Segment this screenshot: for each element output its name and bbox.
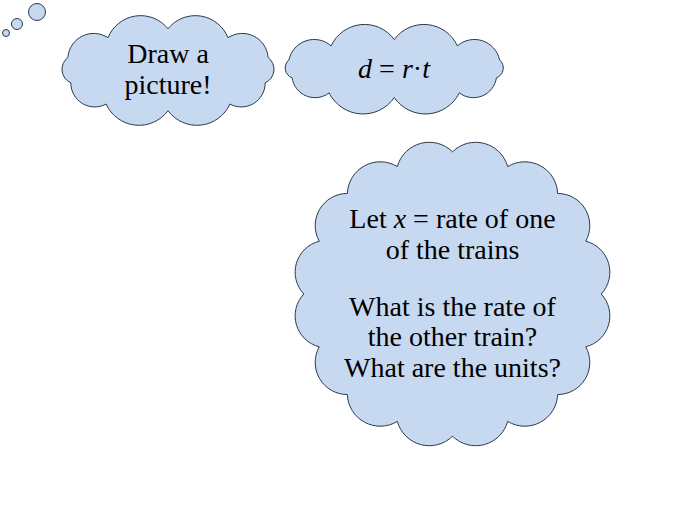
thought-text: Draw a picture! xyxy=(113,39,223,101)
large-bubble xyxy=(29,4,46,21)
cloud-text-group: d = r·t xyxy=(319,54,469,85)
cloud-shape xyxy=(62,15,274,125)
thought-text: Let x = rate of one of the trains xyxy=(339,204,567,266)
cloud-shape xyxy=(295,142,610,445)
cloud-text-group: Draw a picture! xyxy=(113,39,223,101)
thought-text: What is the rate of the other train? Wha… xyxy=(339,292,567,384)
thought-cloud: Draw a picture! xyxy=(42,8,294,133)
thought-cloud: Let x = rate of one of the trainsWhat is… xyxy=(240,88,665,500)
thought-text: d = r·t xyxy=(358,54,430,85)
medium-bubble xyxy=(12,19,23,30)
thought-cloud: d = r·t xyxy=(268,24,521,114)
cloud-text-group: Let x = rate of one of the trainsWhat is… xyxy=(339,204,567,384)
small-bubble xyxy=(3,30,10,37)
cloud-shape xyxy=(285,24,503,114)
